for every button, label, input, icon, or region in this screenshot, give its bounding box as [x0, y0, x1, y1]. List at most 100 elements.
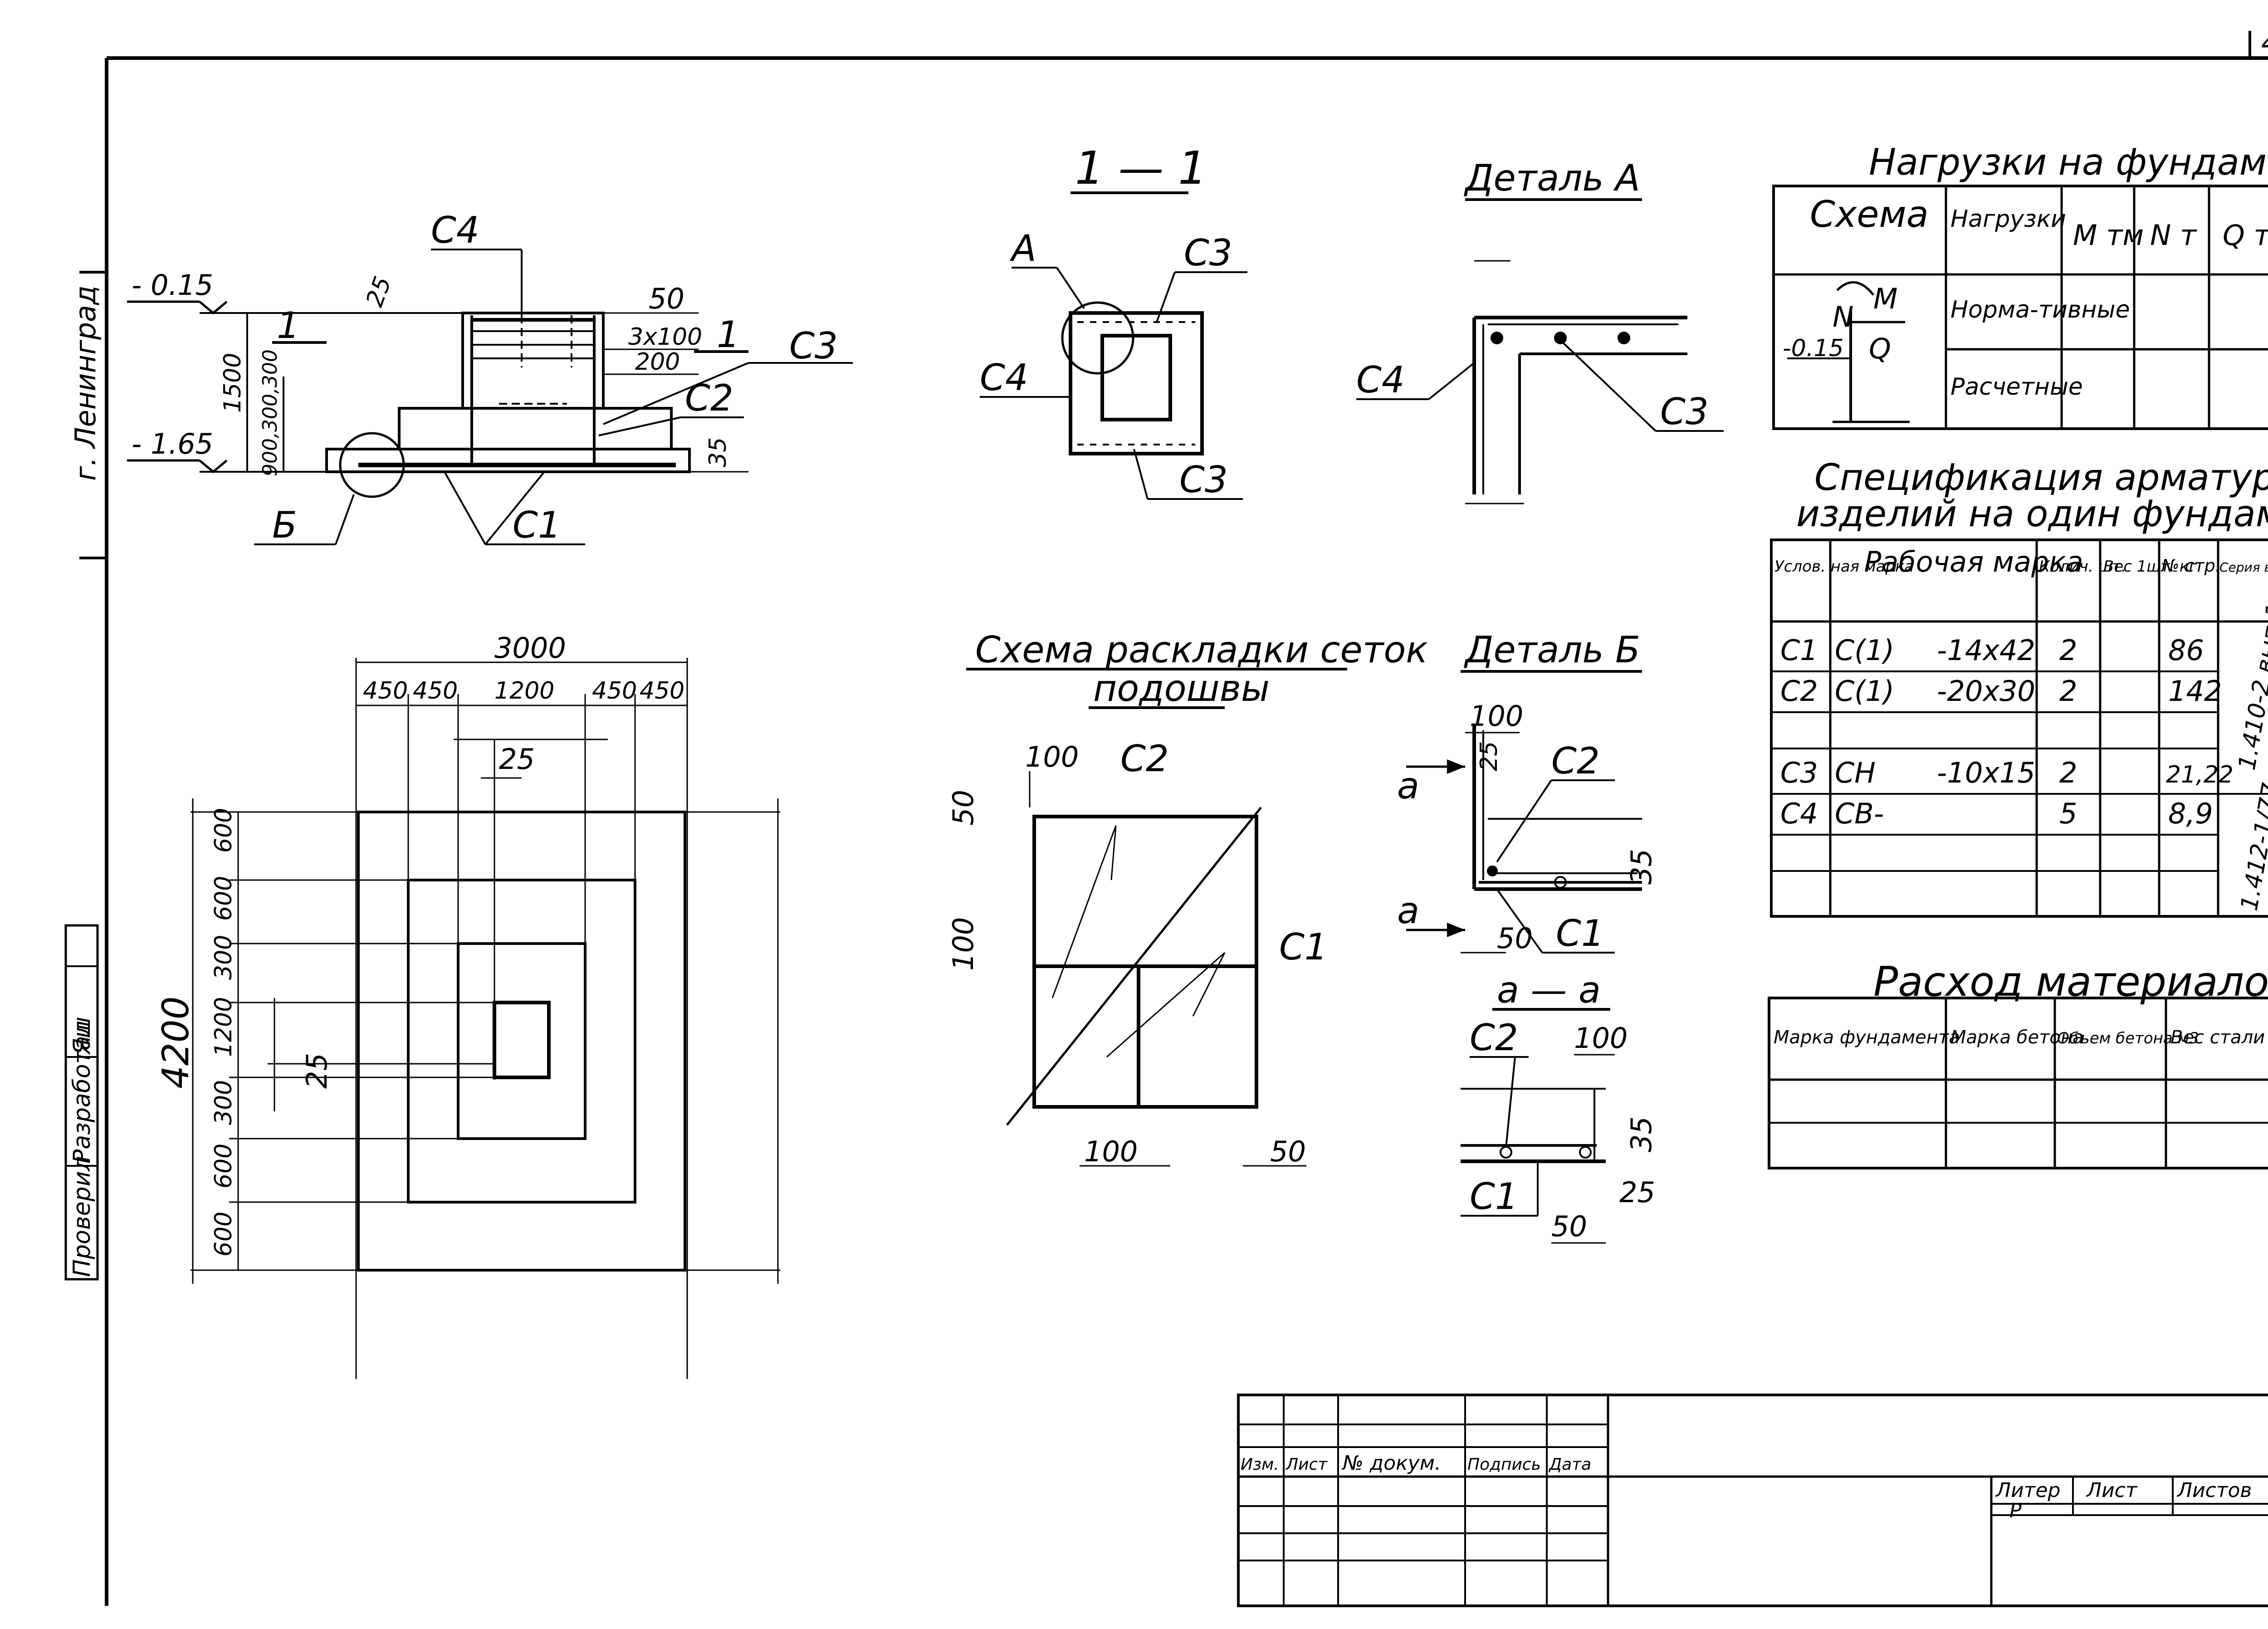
section-aa-label-c2: С2: [1470, 1017, 1518, 1059]
spec-row-1-mark: С1: [1780, 634, 1818, 667]
spec-header-working-mark: Рабочая марка: [1864, 545, 2083, 578]
spec-title-1: Спецификация арматурных: [1814, 456, 2268, 499]
section-aa-label-c1: С1: [1470, 1175, 1518, 1218]
spec-row-4-page: 8,9: [2168, 797, 2213, 830]
spec-table: Спецификация арматурных изделий на один …: [1770, 456, 2268, 918]
plan-width-part-5: 450: [640, 677, 684, 704]
label-b-elev: Б: [272, 504, 297, 546]
mesh-label-c1: С1: [1279, 926, 1328, 968]
title-header-sheet: Лист: [1285, 1455, 1328, 1474]
detail-b-dim-50: 50: [1497, 922, 1533, 955]
title-sheets-header: Листов: [2176, 1479, 2252, 1502]
plan-height-part-3: 300: [210, 935, 237, 980]
detail-b-rebar-2: [1554, 876, 1567, 889]
mesh-dim-100-bottom: 100: [1084, 1135, 1138, 1168]
spec-row-3-qty: 2: [2059, 756, 2077, 789]
detail-a-label-c4: С4: [1356, 359, 1405, 401]
detail-b-label-c2: С2: [1551, 740, 1600, 782]
spec-row-1-param: -14х42: [1937, 634, 2035, 667]
spec-header-page: № стр.: [2160, 556, 2221, 576]
loads-scheme-n: N: [1833, 300, 1853, 333]
dim-25: 25: [361, 273, 397, 311]
plan-width-part-3: 1200: [494, 677, 554, 704]
section-aa-rebar-1: [1500, 1146, 1512, 1159]
detail-a-rebar-3: [1618, 332, 1630, 344]
plan-height-part-5: 300: [210, 1080, 237, 1125]
title-sheet-header: Лист: [2086, 1479, 2138, 1502]
spec-header-qty: Колич. шт.: [2039, 558, 2126, 576]
section-mark-right: 1: [717, 313, 740, 356]
page-number: 42: [2261, 26, 2268, 59]
title-header-signature: Подпись: [1467, 1455, 1541, 1474]
plan-dim-25-left: 25: [300, 1053, 333, 1089]
dim-200: 200: [635, 348, 680, 376]
elevation-top: - 0.15: [132, 269, 213, 302]
loads-row-design: Расчетные: [1950, 373, 2083, 401]
loads-header-scheme: Схема: [1810, 193, 1929, 235]
plan-width-part-4: 450: [592, 677, 637, 704]
spec-row-2-page: 142: [2168, 675, 2222, 708]
materials-header-foundation: Марка фундамента: [1774, 1027, 1960, 1048]
detail-a-callout-circle: [1061, 301, 1134, 375]
plan-view: 3000 450 450 1200 450 450 25 4200 600 60…: [155, 631, 780, 1379]
spec-header-mark: Услов. ная марка: [1774, 558, 1914, 576]
title-litera-value: Р: [2009, 1499, 2022, 1522]
loads-scheme-q: Q: [1869, 332, 1891, 365]
loads-row-normative: Норма-тивные: [1950, 296, 2130, 323]
plan-width-total: 3000: [494, 631, 566, 665]
label-c1-elev: С1: [513, 504, 561, 546]
stamp-role-developed: Разработал: [68, 1021, 96, 1164]
loads-table-title: Нагрузки на фундамент: [1869, 141, 2268, 183]
spec-row-4-type: СВ-: [1835, 797, 1884, 830]
plan-height-total: 4200: [155, 996, 197, 1089]
spec-row-3-type: СН: [1835, 756, 1876, 789]
spec-title-2: изделий на один фундамент: [1796, 493, 2268, 535]
detail-b-a-lower: а: [1397, 890, 1419, 932]
detail-b-dim-35: 35: [1625, 849, 1658, 885]
dim-900-300-300: 900,300,300: [259, 349, 282, 476]
detail-b-label-c1: С1: [1556, 912, 1604, 954]
detail-a-rebar-2: [1554, 332, 1567, 344]
detail-b-dim-25: 25: [1476, 741, 1503, 771]
detail-b-title: Деталь Б: [1464, 629, 1640, 671]
plan-height-part-2: 600: [210, 876, 237, 921]
dim-3x100: 3x100: [628, 323, 702, 351]
mesh-dim-50-bottom: 50: [1270, 1135, 1306, 1168]
spec-header-weight: Вес 1шт. кг: [2103, 558, 2197, 576]
section-mark-left: 1: [277, 304, 300, 347]
mesh-layout-title-1: Схема раскладки сеток: [975, 629, 1428, 671]
plan-width-part-2: 450: [413, 677, 458, 704]
side-approval-stamp: [64, 924, 99, 1281]
materials-header-volume: Объем бетона м3: [2057, 1029, 2199, 1047]
section-aa-dim-50: 50: [1551, 1210, 1587, 1243]
mesh-layout: Схема раскладки сеток подошвы С2 С1 100 …: [947, 629, 1428, 1168]
detail-a-title: Деталь А: [1464, 157, 1640, 199]
mesh-dim-100-left: 100: [947, 917, 980, 971]
spec-series-1: 1.410-2 вып.1: [2234, 601, 2268, 772]
spec-row-2-qty: 2: [2059, 675, 2077, 708]
plan-height-part-1: 600: [210, 808, 237, 853]
section-a-a-title: а — а: [1497, 969, 1601, 1011]
label-c4-elev: С4: [431, 209, 479, 251]
stamp-role-checked: Проверил: [68, 1156, 96, 1277]
mesh-label-c2: С2: [1120, 738, 1169, 780]
section-a-a: а — а С2 100 35 25 С1 50: [1461, 969, 1658, 1244]
elevation-view: - 0.15 - 1.65 1500 900,300,300 1 1 25 50…: [127, 209, 853, 546]
title-header-change: Изм.: [1241, 1455, 1279, 1474]
label-c3-top-section: С3: [1184, 232, 1232, 274]
section-aa-rebar-2: [1579, 1146, 1592, 1159]
mesh-dim-100-top: 100: [1025, 740, 1079, 773]
spec-row-2-mark: С2: [1780, 675, 1818, 708]
detail-b-dim-100: 100: [1470, 700, 1523, 733]
spec-row-1-qty: 2: [2059, 634, 2077, 667]
label-c3-elev: С3: [789, 325, 838, 367]
section-aa-dim-100: 100: [1574, 1022, 1628, 1055]
spec-row-1-type: С(1): [1835, 634, 1894, 667]
spec-header-series: Серия выпуск: [2219, 560, 2268, 575]
title-litera-header: Литер: [1995, 1479, 2060, 1502]
loads-scheme-elev: -0.15: [1783, 335, 1844, 362]
detail-a: Деталь А С4 С3: [1356, 157, 1724, 504]
loads-header-q: Q т: [2223, 219, 2268, 252]
